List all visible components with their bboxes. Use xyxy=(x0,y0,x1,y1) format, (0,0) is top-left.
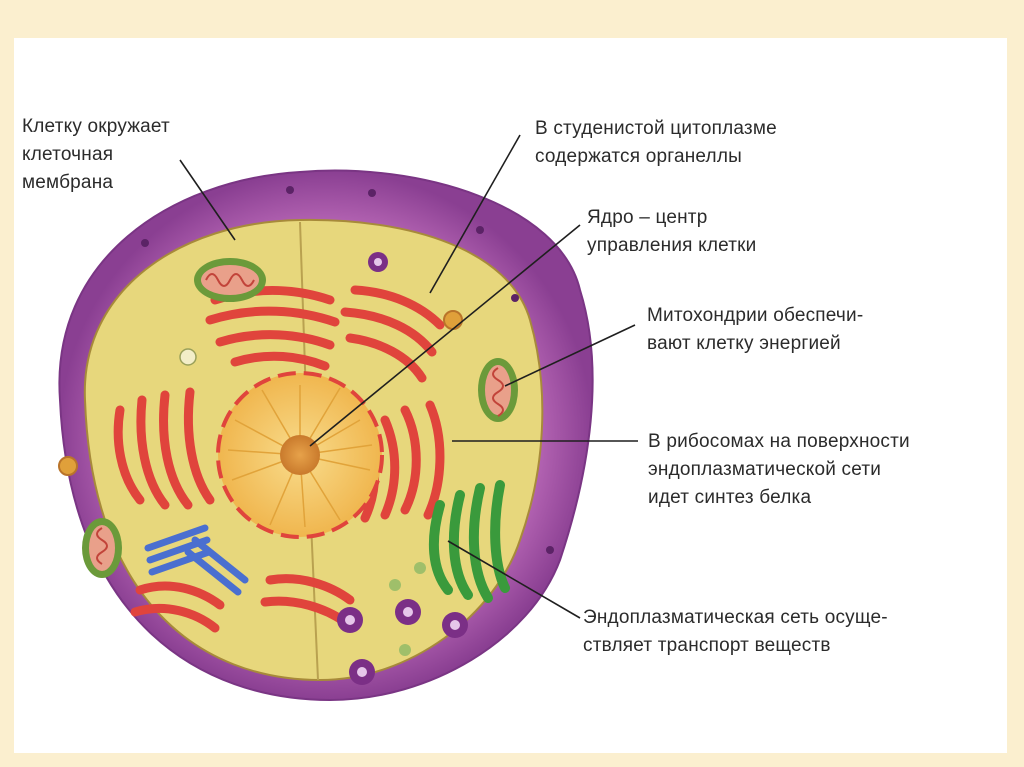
label-nucleus: Ядро – центр управления клетки xyxy=(587,207,757,256)
label-cytoplasm: В студенистой цитоплазме содержатся орга… xyxy=(535,118,777,167)
label-mitochondria: Митохондрии обеспечи- вают клетку энерги… xyxy=(647,305,864,354)
vesicles xyxy=(58,252,468,685)
label-ribosomes: В рибосомах на поверхности эндоплазматич… xyxy=(648,431,910,508)
nucleus xyxy=(216,371,384,539)
nucleolus xyxy=(280,435,320,475)
label-membrane: Клетку окружает клеточная мембрана xyxy=(22,116,170,193)
label-er: Эндоплазматическая сеть осуще- ствляет т… xyxy=(583,607,888,656)
mitochondria xyxy=(82,258,518,578)
rough-er xyxy=(113,285,445,633)
membrane-pits xyxy=(141,186,554,554)
centrioles xyxy=(144,524,249,596)
leader-lines xyxy=(179,134,638,619)
golgi-apparatus xyxy=(428,480,510,603)
